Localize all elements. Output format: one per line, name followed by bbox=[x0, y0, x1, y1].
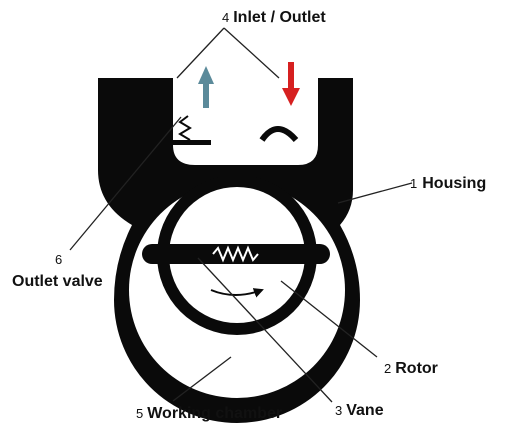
leader-working-chamber bbox=[172, 356, 232, 402]
rotation-arrow-icon bbox=[210, 288, 264, 298]
label-outlet-valve-number: 6 bbox=[55, 252, 62, 267]
inlet-port-divider bbox=[212, 78, 260, 144]
vane-spring-icon bbox=[212, 245, 259, 263]
leader-inlet-right bbox=[223, 27, 280, 79]
arrow-up-icon bbox=[198, 66, 214, 108]
arrow-down-icon bbox=[282, 62, 300, 106]
label-outlet-valve: Outlet valve bbox=[12, 273, 103, 290]
valve-plate bbox=[161, 140, 211, 145]
leader-outlet-valve bbox=[69, 116, 182, 251]
outlet-valve bbox=[161, 115, 211, 145]
leader-lines bbox=[69, 27, 413, 403]
valve-spring-icon bbox=[178, 115, 192, 141]
leader-housing bbox=[337, 182, 413, 204]
leader-rotor bbox=[280, 280, 378, 358]
inlet-flap-icon bbox=[259, 126, 299, 143]
leader-vane bbox=[197, 257, 333, 403]
leader-inlet-left bbox=[176, 27, 225, 79]
